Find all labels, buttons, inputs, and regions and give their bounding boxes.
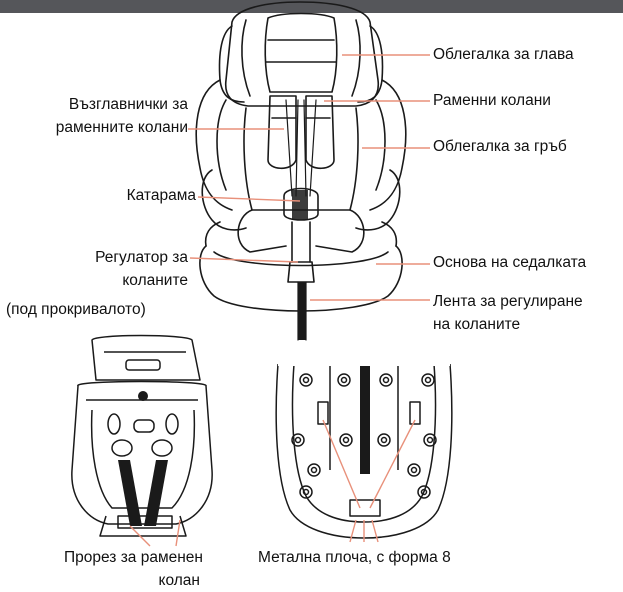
label-adjuster-1: Регулатор за — [95, 248, 188, 268]
leader-plate-2 — [370, 420, 415, 508]
leader-plate-3 — [350, 520, 356, 542]
back-view-drawing — [72, 336, 212, 537]
label-shoulder-belts: Раменни колани — [433, 91, 551, 111]
label-shoulder-pads-2: раменните колани — [56, 118, 188, 138]
label-head-rest: Облегалка за глава — [433, 45, 574, 65]
label-adjuster-3: (под прокривалото) — [6, 300, 146, 320]
label-seat-base: Основа на седалката — [433, 253, 586, 273]
label-adjuster-2: коланите — [122, 271, 188, 291]
adjuster-strap — [298, 282, 306, 340]
label-slot-2: колан — [159, 571, 200, 591]
label-metal-plate: Метална плоча, с форма 8 — [258, 548, 451, 568]
label-slot-1: Прорез за раменен — [64, 548, 203, 568]
leader-plate-1 — [323, 420, 360, 508]
label-adjuster-strap-2: на коланите — [433, 315, 520, 335]
buckle-strap — [292, 190, 308, 220]
label-back-rest: Облегалка за гръб — [433, 137, 567, 157]
back-view-knob — [138, 391, 148, 401]
leader-plate-5 — [372, 520, 378, 542]
underside-strap — [360, 364, 370, 474]
label-buckle: Катарама — [127, 186, 196, 206]
label-adjuster-strap-1: Лента за регулиране — [433, 292, 583, 312]
label-shoulder-pads-1: Възглавнички за — [69, 95, 188, 115]
